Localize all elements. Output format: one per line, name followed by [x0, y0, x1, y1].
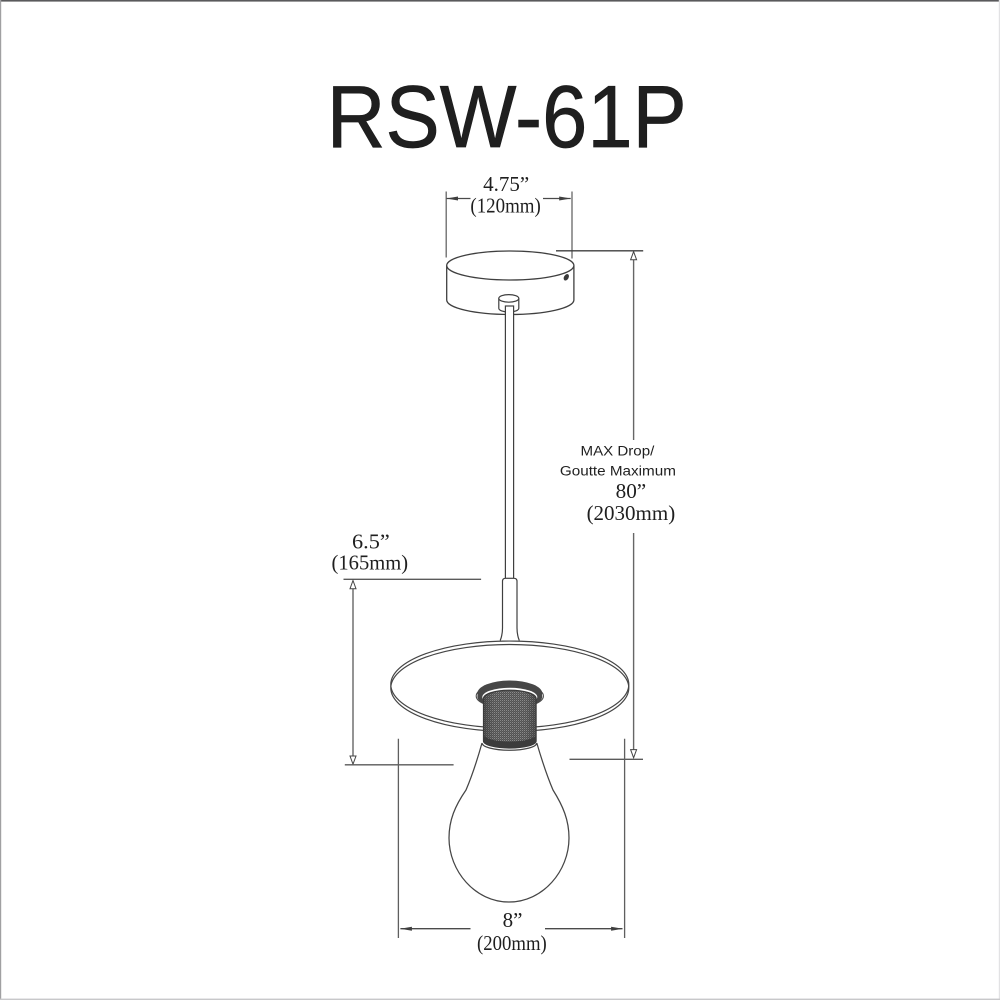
svg-text:(165mm): (165mm)	[332, 551, 409, 575]
svg-text:(120mm): (120mm)	[470, 193, 540, 217]
svg-text:RSW-61P: RSW-61P	[327, 67, 687, 166]
svg-text:80”: 80”	[616, 479, 647, 503]
svg-text:Goutte Maximum: Goutte Maximum	[560, 464, 676, 480]
svg-text:(200mm): (200mm)	[477, 931, 547, 955]
svg-text:6.5”: 6.5”	[352, 530, 390, 554]
svg-text:(2030mm): (2030mm)	[587, 501, 676, 525]
svg-text:MAX Drop/: MAX Drop/	[581, 444, 655, 460]
svg-text:8”: 8”	[503, 908, 523, 932]
svg-text:4.75”: 4.75”	[483, 172, 529, 196]
